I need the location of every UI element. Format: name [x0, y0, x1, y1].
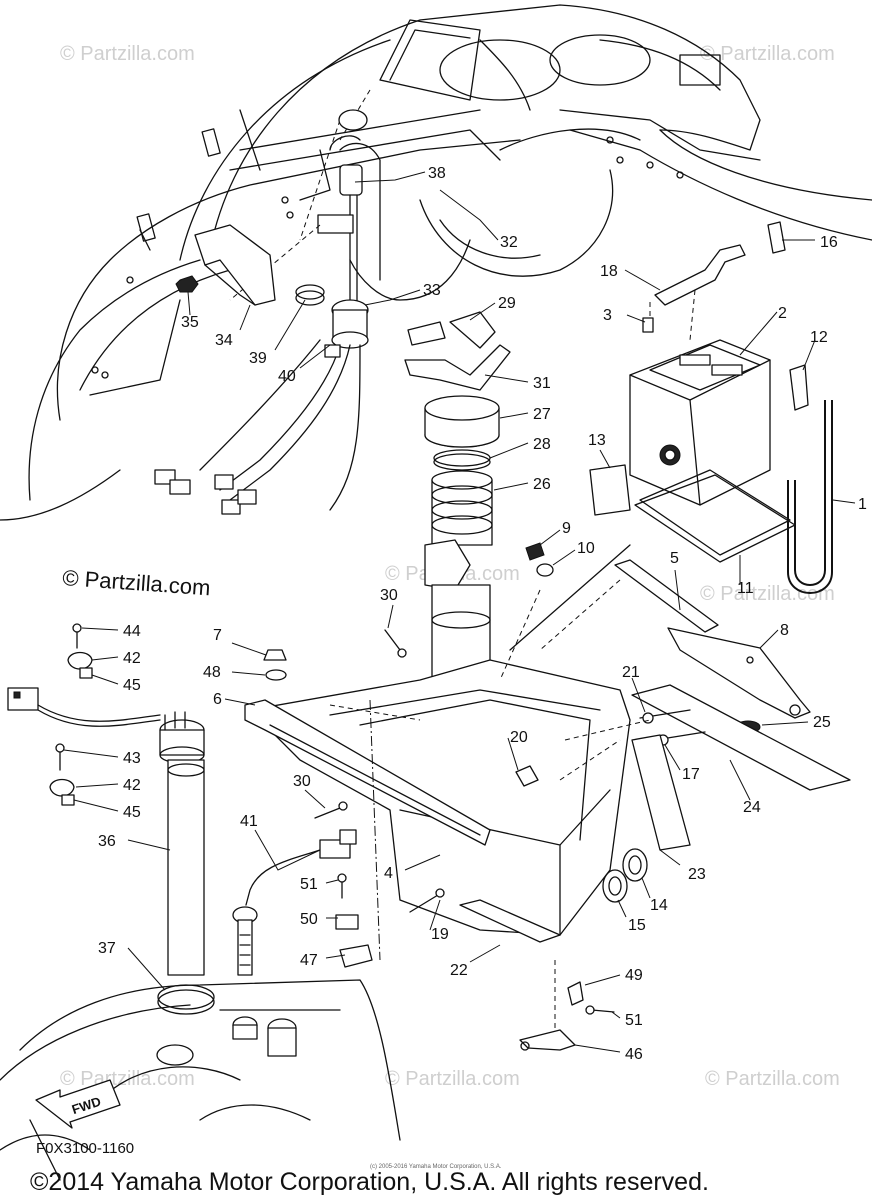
part-label-18: 18	[600, 263, 618, 280]
part-label-4: 4	[384, 865, 393, 882]
part-label-9: 9	[562, 520, 571, 537]
part-label-11: 11	[737, 580, 754, 597]
fuel-sender-assembly	[7, 623, 615, 1051]
top-harness	[154, 89, 381, 515]
part-label-51: 51	[300, 876, 318, 893]
part-label-30: 30	[380, 587, 398, 604]
watermark-main: © Partzilla.com	[62, 565, 212, 600]
part-label-5: 5	[670, 550, 679, 567]
part-label-13: 13	[588, 432, 606, 449]
watermark-faint: © Partzilla.com	[700, 43, 835, 65]
part-label-7: 7	[213, 627, 222, 644]
part-label-12: 12	[810, 329, 828, 346]
part-label-20: 20	[510, 729, 528, 746]
part-label-14: 14	[650, 897, 668, 914]
filler-assembly	[244, 311, 691, 961]
part-label-31: 31	[533, 375, 551, 392]
part-label-37: 37	[98, 940, 116, 957]
part-label-26: 26	[533, 476, 551, 493]
part-label-40: 40	[278, 368, 296, 385]
copyright-notice: ©2014 Yamaha Motor Corporation, U.S.A. A…	[30, 1168, 709, 1196]
part-label-19: 19	[431, 926, 449, 943]
part-label-23: 23	[688, 866, 706, 883]
part-label-32: 32	[500, 234, 518, 251]
part-label-45: 45	[123, 804, 141, 821]
part-label-38: 38	[428, 165, 446, 182]
part-label-2: 2	[778, 305, 787, 322]
part-label-25: 25	[813, 714, 831, 731]
part-label-42: 42	[123, 777, 141, 794]
part-label-16: 16	[820, 234, 838, 251]
part-label-41: 41	[240, 813, 258, 830]
hull-bottom: FWD	[0, 979, 401, 1181]
part-label-15: 15	[628, 917, 646, 934]
part-label-46: 46	[625, 1046, 643, 1063]
watermark-faint: © Partzilla.com	[700, 583, 835, 605]
part-label-35: 35	[181, 314, 199, 331]
part-label-21: 21	[622, 664, 640, 681]
part-label-17: 17	[682, 766, 700, 783]
part-label-42: 42	[123, 650, 141, 667]
part-label-3: 3	[603, 307, 612, 324]
watermark-faint: © Partzilla.com	[705, 1068, 840, 1090]
watermark-faint: © Partzilla.com	[385, 1068, 520, 1090]
part-label-29: 29	[498, 295, 516, 312]
part-label-48: 48	[203, 664, 221, 681]
part-label-45: 45	[123, 677, 141, 694]
part-labels: 38 32 16 18 33 29 3 2 12 35 34 39 40 31 …	[98, 165, 867, 1063]
small-print: (c) 2005-2016 Yamaha Motor Corporation, …	[370, 1164, 502, 1170]
part-label-49: 49	[625, 967, 643, 984]
part-label-6: 6	[213, 691, 222, 708]
part-label-51: 51	[625, 1012, 643, 1029]
part-label-36: 36	[98, 833, 116, 850]
part-label-10: 10	[577, 540, 595, 557]
watermark-faint: © Partzilla.com	[60, 1068, 195, 1090]
part-label-50: 50	[300, 911, 318, 928]
part-label-47: 47	[300, 952, 318, 969]
part-label-43: 43	[123, 750, 141, 767]
leader-lines	[63, 171, 856, 1053]
battery-assembly	[509, 221, 851, 791]
part-label-30: 30	[293, 773, 311, 790]
part-label-24: 24	[743, 799, 761, 816]
part-label-22: 22	[450, 962, 468, 979]
watermark-faint: © Partzilla.com	[60, 43, 195, 65]
part-label-8: 8	[780, 622, 789, 639]
part-label-28: 28	[533, 436, 551, 453]
part-label-27: 27	[533, 406, 551, 423]
hull-deck	[0, 4, 872, 521]
part-label-44: 44	[123, 623, 141, 640]
part-label-34: 34	[215, 332, 233, 349]
part-label-1: 1	[858, 496, 867, 513]
diagram-code: F0X3100-1160	[36, 1140, 134, 1157]
part-label-39: 39	[249, 350, 267, 367]
part-label-33: 33	[423, 282, 441, 299]
